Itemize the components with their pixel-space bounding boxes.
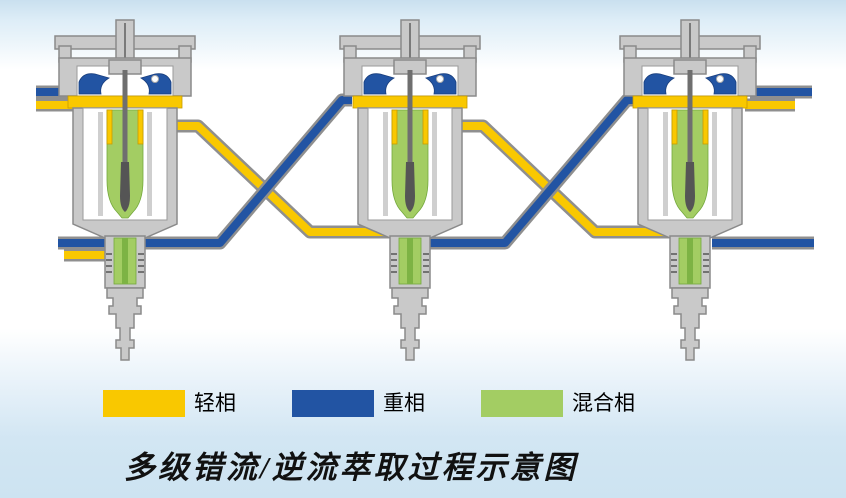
- extractor-stage-3: [619, 19, 761, 361]
- diagram-title: 多级错流/逆流萃取过程示意图: [124, 450, 578, 485]
- mixed-phase-label: 混合相: [572, 391, 635, 415]
- extractor-stage-1: [54, 19, 196, 361]
- pipe-light-stage2-to-stage3: [455, 119, 677, 239]
- heavy-phase-swatch: [292, 390, 374, 417]
- mixed-phase-swatch: [481, 390, 563, 417]
- legend-item-heavy-phase: 重相: [292, 390, 425, 417]
- pipe-heavy-stage1-to-stage2: [140, 93, 352, 250]
- legend-item-mixed-phase: 混合相: [481, 390, 635, 417]
- extractor-stage-2: [339, 19, 481, 361]
- pipe-light-stage1-to-stage2: [170, 119, 392, 239]
- legend: 轻相 重相 混合相: [103, 390, 635, 417]
- light-phase-label: 轻相: [194, 391, 236, 415]
- light-phase-swatch: [103, 390, 185, 417]
- extraction-diagram: [36, 19, 814, 361]
- legend-item-light-phase: 轻相: [103, 390, 236, 417]
- heavy-phase-label: 重相: [383, 391, 425, 415]
